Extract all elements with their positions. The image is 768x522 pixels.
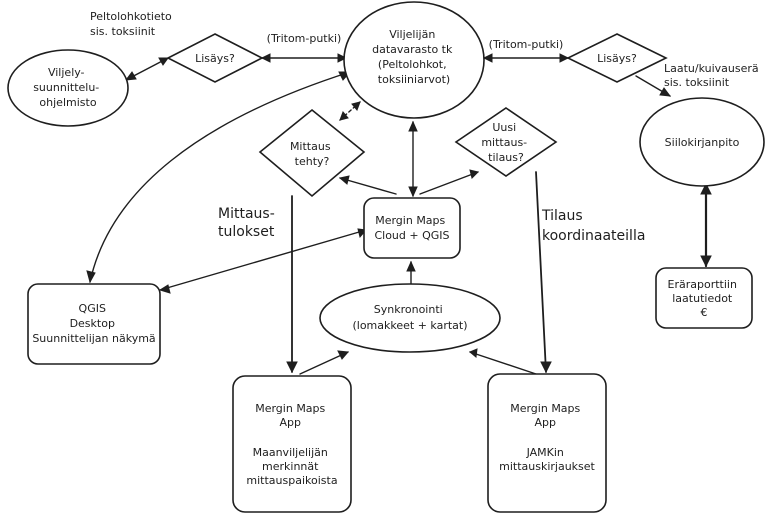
node-datavarasto	[343, 1, 485, 119]
node-mergin-app-right	[487, 373, 607, 513]
edge-label-tilaus: Tilaus koordinaateilla	[541, 208, 645, 244]
node-eraraportti	[655, 267, 753, 329]
node-mittaus-tehty	[258, 108, 366, 198]
label-viljelysuunnittelu: Viljely- suunnittelu- ohjelmisto	[33, 66, 103, 109]
label-synkronointi: Synkronointi (lomakkeet + kartat)	[352, 303, 467, 332]
edges	[86, 53, 712, 375]
edge-qgis-cloud	[159, 229, 367, 291]
node-lisays-right	[566, 33, 668, 83]
label-datavarasto: Viljelijän datavarasto tk (Peltolohkot, …	[372, 28, 456, 86]
edge-appright-synk	[469, 351, 537, 375]
edge-datavarasto-qgis	[89, 71, 351, 283]
node-qgis-desktop	[27, 283, 161, 365]
label-qgis-desktop: QGIS Desktop Suunnittelijan näkymä	[32, 302, 155, 345]
node-lisays-left	[166, 33, 264, 83]
edge-datavarasto-mittaus	[339, 101, 361, 121]
label-uusi-mittaus: Uusi mittaus- tilaus?	[481, 121, 530, 164]
label-eraraportti: Eräraporttiin laatutiedot €	[668, 278, 741, 319]
node-uusi-mittaus	[454, 107, 558, 177]
edge-cloud-uusi	[419, 171, 479, 195]
node-mergin-cloud	[363, 197, 461, 259]
node-siilokirjanpito	[639, 97, 765, 187]
node-labels: Viljely- suunnittelu- ohjelmisto Lisäys?…	[32, 28, 741, 487]
label-lisays-right: Lisäys?	[597, 52, 637, 65]
label-mergin-cloud: Mergin Maps Cloud + QGIS	[374, 214, 449, 242]
edge-label-laatu: Laatu/kuivauserä sis. toksiinit	[664, 62, 762, 89]
edge-uusi-appright	[535, 171, 547, 373]
edge-label-tritom-left: (Tritom-putki)	[267, 32, 342, 45]
label-mergin-app-right: Mergin Maps App JAMKin mittauskirjaukset	[499, 402, 595, 473]
label-mergin-app-left: Mergin Maps App Maanviljelijän merkinnät…	[246, 402, 337, 487]
node-mergin-app-left	[232, 375, 352, 513]
edge-label-peltolohkotieto: Peltolohkotieto sis. toksiinit	[90, 10, 175, 38]
shapes	[7, 1, 765, 513]
edge-label-tritom-right: (Tritom-putki)	[489, 38, 564, 51]
node-synkronointi	[319, 283, 501, 353]
node-viljelysuunnittelu	[7, 49, 129, 127]
edge-label-mittaustulokset: Mittaus- tulokset	[218, 206, 279, 240]
edge-cloud-mittaus	[339, 177, 397, 195]
label-mittaus-tehty: Mittaus tehty?	[290, 140, 334, 168]
label-siilokirjanpito: Siilokirjanpito	[665, 136, 740, 149]
label-lisays-left: Lisäys?	[195, 52, 235, 65]
edge-labels: Peltolohkotieto sis. toksiinit (Tritom-p…	[90, 10, 762, 244]
